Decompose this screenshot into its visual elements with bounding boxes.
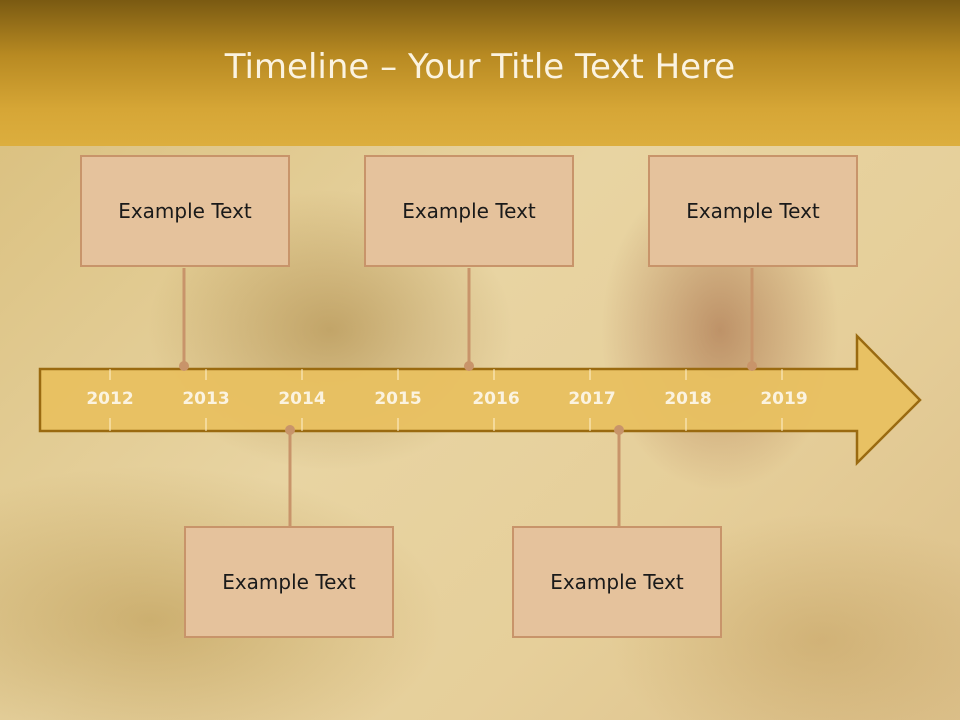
event-box: Example Text [364,155,574,267]
timeline-arrow [38,332,922,467]
connector-dot [614,425,624,435]
connector-dot [285,425,295,435]
year-label: 2016 [472,389,519,409]
year-label: 2014 [278,389,325,409]
connector-dot [464,361,474,371]
title-banner [0,0,960,146]
event-box: Example Text [80,155,290,267]
year-label: 2015 [374,389,421,409]
year-label: 2012 [86,389,133,409]
year-label: 2013 [182,389,229,409]
event-box: Example Text [184,526,394,638]
connector-dot [747,361,757,371]
year-label: 2019 [760,389,807,409]
event-box: Example Text [512,526,722,638]
tick-marks [109,369,783,431]
connector-dot [179,361,189,371]
year-label: 2018 [664,389,711,409]
year-label: 2017 [568,389,615,409]
page-title: Timeline – Your Title Text Here [224,47,736,87]
event-box: Example Text [648,155,858,267]
